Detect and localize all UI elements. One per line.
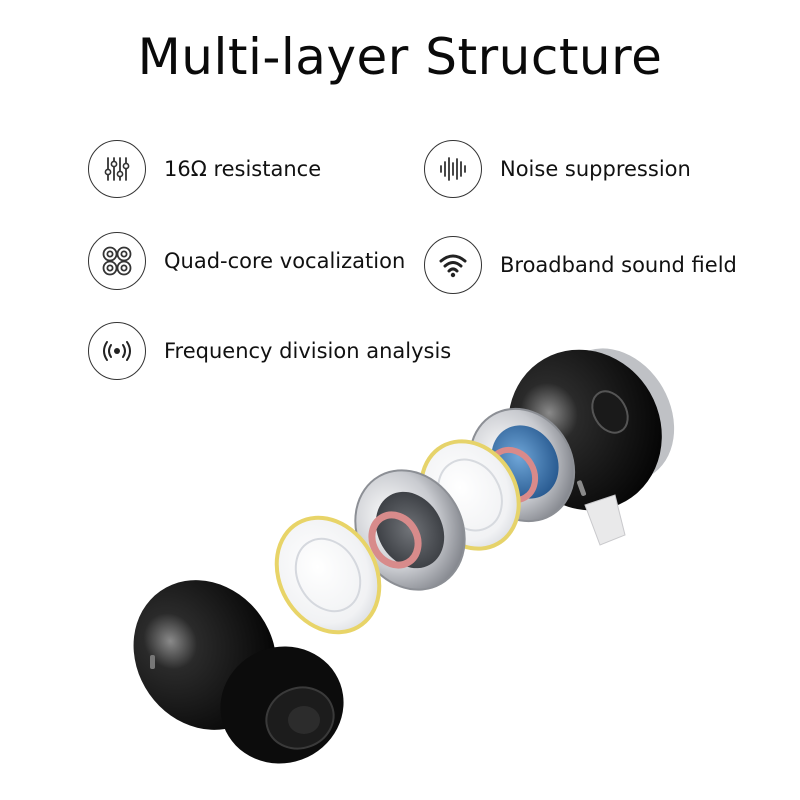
- feature-label: 16Ω resistance: [164, 157, 322, 181]
- feature-broadband: Broadband sound field: [424, 236, 737, 294]
- feature-label: Broadband sound field: [500, 253, 737, 277]
- feature-label: Frequency division analysis: [164, 339, 452, 363]
- broadcast-wave-icon: [424, 236, 482, 294]
- page-title: Multi-layer Structure: [137, 28, 663, 86]
- feature-resistance: 16Ω resistance: [88, 140, 321, 198]
- perforated-ring-front: [354, 469, 466, 591]
- feature-label: Quad-core vocalization: [164, 249, 406, 273]
- feature-frequency-division: Frequency division analysis: [88, 322, 451, 380]
- feature-quad-core: Quad-core vocalization: [88, 232, 405, 290]
- diaphragm-front: [274, 515, 382, 635]
- sound-wave-icon: [424, 140, 482, 198]
- feature-noise-suppression: Noise suppression: [424, 140, 691, 198]
- feature-label: Noise suppression: [500, 157, 691, 181]
- equalizer-icon: [88, 140, 146, 198]
- earbud-exploded-view: [133, 348, 675, 764]
- quad-circles-icon: [88, 232, 146, 290]
- front-shell: [133, 580, 344, 764]
- radio-wave-icon: [88, 322, 146, 380]
